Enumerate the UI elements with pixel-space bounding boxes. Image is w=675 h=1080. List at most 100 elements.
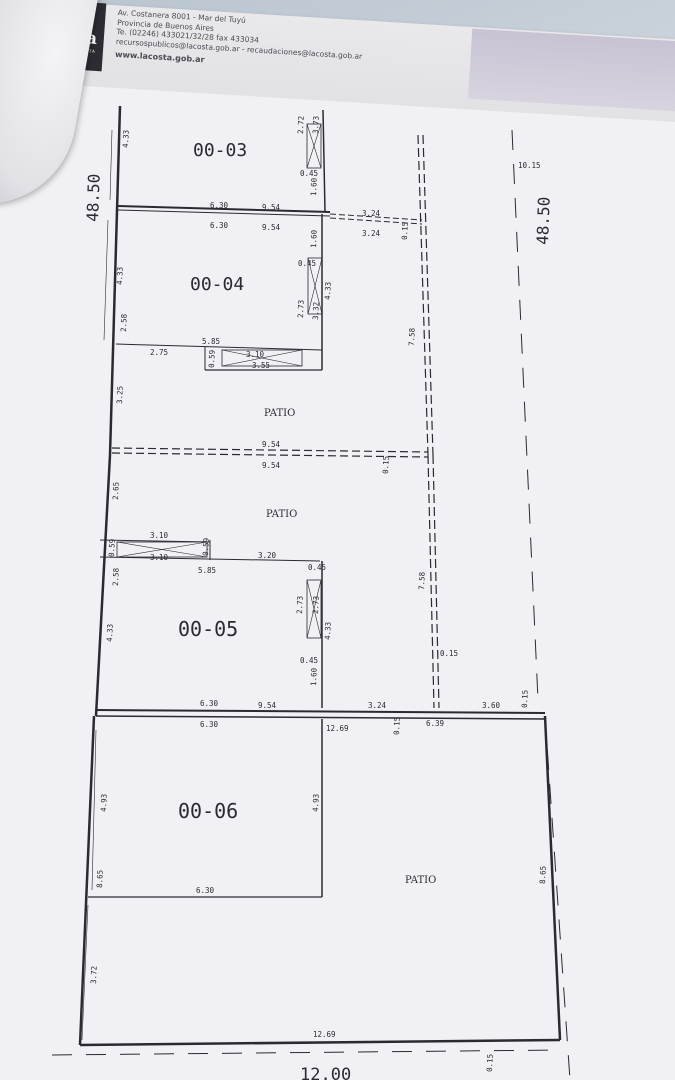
patio-label-1: PATIO: [264, 408, 295, 419]
dim-label: 4.93: [311, 794, 321, 812]
dim-label: 3.10: [246, 350, 265, 359]
dim-label: 2.58: [111, 567, 121, 586]
dim-label: 4.33: [115, 267, 125, 285]
dim-label: 3.24: [362, 229, 381, 238]
unit-label-00-04: 00-04: [190, 274, 244, 295]
right-wall-lower: [543, 715, 562, 1041]
dim-label: 2.73: [311, 596, 321, 614]
left-wall-lower: [78, 715, 96, 1046]
dim-label: 0.45: [298, 259, 316, 268]
dim-label: 0.15: [381, 456, 391, 474]
dim-label: 2.58: [119, 313, 129, 332]
dim-label: 8.65: [95, 870, 105, 888]
dim-label: 0.15: [440, 649, 458, 658]
dim-label: 0.15: [485, 1054, 495, 1072]
dim-label: 9.54: [262, 440, 281, 449]
dim-label: 3.25: [115, 386, 125, 404]
lot-boundary-lower-b: [432, 454, 440, 709]
dim-label: 2.75: [150, 348, 168, 357]
dim-label: 6.39: [426, 719, 444, 728]
right-total-dimension: 48.50: [533, 196, 554, 245]
dim-label: 3.24: [362, 209, 381, 218]
dim-label: 2.65: [111, 482, 121, 500]
lot-boundary-top: [329, 213, 423, 221]
dim-label: 8.65: [538, 866, 548, 884]
left-wall-upper: [108, 105, 122, 456]
dim-label: 6.30: [200, 720, 219, 729]
unit-label-00-06: 00-06: [178, 799, 238, 823]
patio-divider-a: [111, 447, 429, 453]
wall-05-06-a: [95, 709, 546, 714]
dim-label: 3.72: [89, 966, 99, 984]
dim-label: 0.45: [308, 563, 326, 572]
bottom-total-dimension: 12.00: [300, 1065, 351, 1080]
wall-03-04-a: [117, 205, 331, 213]
stair-05-v: [306, 579, 322, 639]
stair-03: [306, 123, 322, 169]
dim-label: 6.30: [200, 699, 219, 708]
unit-label-00-05: 00-05: [178, 617, 238, 641]
stair-04-h: [221, 349, 303, 367]
wall-05-06-b: [95, 715, 546, 720]
dim-label: 9.54: [262, 223, 281, 232]
dim-label: 5.85: [202, 337, 220, 346]
stair-05-h: [116, 541, 208, 558]
dim-label: 6.30: [210, 201, 229, 210]
dim-label: 9.54: [262, 461, 281, 470]
lot-boundary-upper-b: [422, 134, 434, 456]
dim-label: 2.72: [296, 116, 306, 134]
dim-label: 0.59: [207, 350, 217, 368]
dim-label: 4.33: [323, 282, 333, 300]
dim-label: 3.20: [258, 551, 277, 560]
dim-label: 3.55: [252, 361, 270, 370]
left-wall-middle: [94, 454, 112, 717]
dim-label: 0.59: [107, 539, 117, 557]
dim-label: 4.93: [99, 794, 109, 812]
dim-label: 3.73: [311, 116, 321, 134]
dim-label: 0.45: [300, 656, 318, 665]
dim-label: 0.45: [300, 169, 318, 178]
dim-label: 12.69: [326, 724, 349, 733]
dim-label: 0.15: [392, 717, 402, 735]
lot-boundary-upper-a: [417, 134, 429, 456]
dim-label: 4.33: [323, 622, 333, 640]
property-line-right: [511, 129, 539, 701]
dim-label: 0.15: [400, 222, 410, 240]
lot-boundary-lower-a: [427, 454, 435, 709]
dim-label: 2.73: [296, 300, 306, 318]
patio-divider-b: [111, 452, 429, 458]
dim-label: 0.15: [520, 690, 530, 708]
wall-03-04-b: [117, 209, 331, 217]
unit-label-00-03: 00-03: [193, 140, 247, 161]
plan-paper: [0, 84, 675, 1080]
dim-label: 6.30: [210, 221, 229, 230]
bottom-wall: [79, 1038, 561, 1047]
unit03-right-wall: [322, 109, 326, 213]
dim-label: 9.54: [258, 701, 277, 710]
dim-label: 1.60: [309, 667, 319, 686]
dim-label: 0.59: [201, 538, 211, 556]
dim-label: 9.54: [262, 203, 281, 212]
dim-label: 4.33: [105, 624, 115, 642]
dim-label: 3.32: [311, 302, 321, 320]
dim-label: 1.60: [309, 177, 319, 196]
patio-label-3: PATIO: [405, 875, 436, 886]
dim-label: 3.60: [482, 701, 501, 710]
property-line-bottom: [51, 1049, 561, 1056]
dim-label: 7.58: [407, 327, 417, 346]
unit04-inner-wall: [115, 343, 323, 351]
left-total-dimension: 48.50: [83, 173, 104, 222]
dim-label: 3.24: [368, 701, 387, 710]
dim-label: 2.73: [295, 596, 305, 614]
dim-label: 3.10: [150, 553, 169, 562]
dim-label: 3.10: [150, 531, 169, 540]
dim-label: 5.85: [198, 566, 216, 575]
dim-label: 10.15: [518, 161, 541, 170]
stair-04-v: [307, 257, 323, 315]
dim-label: 12.69: [313, 1030, 336, 1039]
dim-label: 4.33: [121, 130, 131, 148]
dim-label: 1.60: [309, 229, 319, 248]
patio-label-2: PATIO: [266, 509, 297, 520]
dim-label: 6.30: [196, 886, 215, 895]
